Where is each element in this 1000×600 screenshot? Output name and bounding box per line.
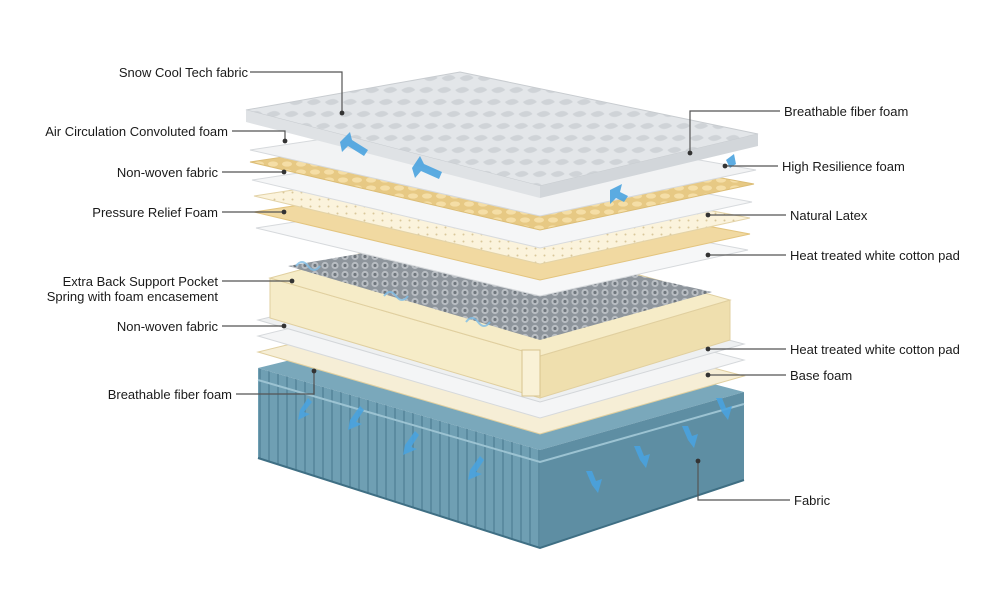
airflow-swirl-icon [295,261,321,271]
leader-breathable-right [689,110,780,152]
leader-dot [705,372,711,378]
airflow-arrow-icon [682,426,698,448]
label-non-woven-fabric-bottom: Non-woven fabric [116,319,218,334]
label-natural-latex: Natural Latex [790,208,868,223]
cover-side-edge [540,134,758,198]
airflow-arrow-icon [340,132,368,156]
spring-grid [288,236,712,340]
leader-breathable-left [236,372,315,395]
leader-dot [705,346,711,352]
airflow-arrow-icon [586,471,602,493]
airflow-arrow-icon [716,398,732,420]
upper-layers [249,117,757,297]
label-extra-back-support-line2: Spring with foam encasement [46,289,218,304]
leader-dot [722,163,728,169]
label-air-circulation-convoluted-foam: Air Circulation Convoluted foam [45,124,228,139]
base-side-face [540,392,744,548]
leader-dot [281,169,287,175]
label-base-foam: Base foam [790,368,853,383]
label-non-woven-fabric-top: Non-woven fabric [116,165,218,180]
cover-front-edge [246,110,540,198]
leader-dot [282,138,288,144]
airflow-arrow-icon [468,456,484,480]
label-high-resilience-foam: High Resilience foam [782,159,905,174]
leader-dots [281,110,728,464]
airflow-arrow-icon [403,431,419,455]
leader-dot [289,278,295,284]
label-fabric: Fabric [794,493,831,508]
leader-snow-cool [250,71,343,112]
base-piping [257,379,745,464]
label-breathable-fiber-foam-right: Breathable fiber foam [784,104,909,119]
leader-dot [281,209,287,215]
base-front-face [258,368,540,548]
airflow-arrow-icon [298,398,312,420]
leader-dot [311,368,317,374]
airflow-arrow-icon [726,154,736,168]
leader-fabric [697,462,790,501]
label-breathable-fiber-foam-left: Breathable fiber foam [107,387,232,402]
airflow-arrow-icon [412,156,442,179]
airflow-swirls [295,261,491,327]
left-leader-lines [222,71,343,395]
leader-dot [281,323,287,329]
airflow-arrows [298,132,736,493]
snow-cool-cover [245,71,759,198]
encasement-cutaway [521,349,541,397]
label-extra-back-support-line1: Extra Back Support Pocket [62,274,218,289]
airflow-swirl-icon [383,291,409,301]
label-heat-treated-white-cotton-pad-top: Heat treated white cotton pad [790,248,960,263]
base-bottom-edge [257,457,745,550]
airflow-arrow-icon [634,446,650,468]
leader-convoluted [232,130,286,140]
leader-dot [687,150,693,156]
pocket-spring-unit [268,225,732,399]
airflow-swirl-icon [465,317,491,327]
label-pressure-relief-foam: Pressure Relief Foam [92,205,218,220]
airflow-arrow-icon [610,184,628,204]
airflow-arrow-icon [348,406,364,430]
leader-dot [705,252,711,258]
leader-dot [695,458,701,464]
leader-dot [705,212,711,218]
leader-dot [339,110,345,116]
right-leader-lines [689,110,790,501]
label-heat-treated-white-cotton-pad-bottom: Heat treated white cotton pad [790,342,960,357]
label-snow-cool-tech-fabric: Snow Cool Tech fabric [118,65,248,80]
